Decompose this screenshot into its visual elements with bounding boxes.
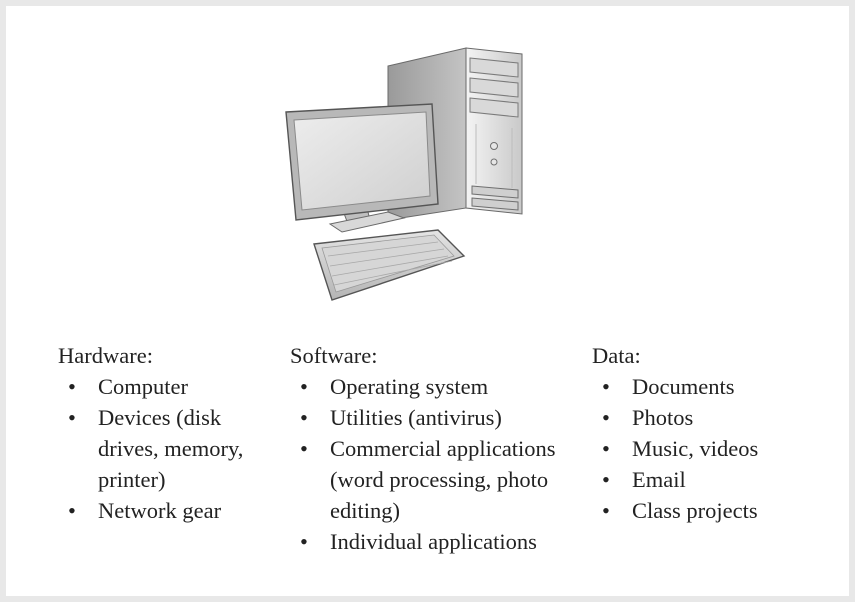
list-item: Network gear xyxy=(68,495,283,526)
monitor-screen xyxy=(293,111,431,211)
software-heading: Software: xyxy=(290,343,378,368)
hardware-column: Hardware: Computer Devices (disk drives,… xyxy=(58,340,283,526)
list-item: Commercial applications (word processing… xyxy=(300,433,590,526)
data-column: Data: Documents Photos Music, videos Ema… xyxy=(592,340,832,526)
list-item: Utilities (antivirus) xyxy=(300,402,590,433)
data-heading: Data: xyxy=(592,343,641,368)
list-item: Music, videos xyxy=(602,433,832,464)
software-list: Operating system Utilities (antivirus) C… xyxy=(290,371,590,557)
list-item: Email xyxy=(602,464,832,495)
list-item: Operating system xyxy=(300,371,590,402)
list-item: Computer xyxy=(68,371,283,402)
data-list: Documents Photos Music, videos Email Cla… xyxy=(592,371,832,526)
list-item: Photos xyxy=(602,402,832,433)
list-item: Documents xyxy=(602,371,832,402)
figure-panel: Hardware: Computer Devices (disk drives,… xyxy=(6,6,849,596)
list-item: Devices (disk drives, memory, printer) xyxy=(68,402,283,495)
list-item: Individual applications xyxy=(300,526,590,557)
desktop-computer-icon xyxy=(285,47,523,301)
software-column: Software: Operating system Utilities (an… xyxy=(290,340,590,557)
list-item: Class projects xyxy=(602,495,832,526)
hardware-heading: Hardware: xyxy=(58,343,153,368)
hardware-list: Computer Devices (disk drives, memory, p… xyxy=(58,371,283,526)
